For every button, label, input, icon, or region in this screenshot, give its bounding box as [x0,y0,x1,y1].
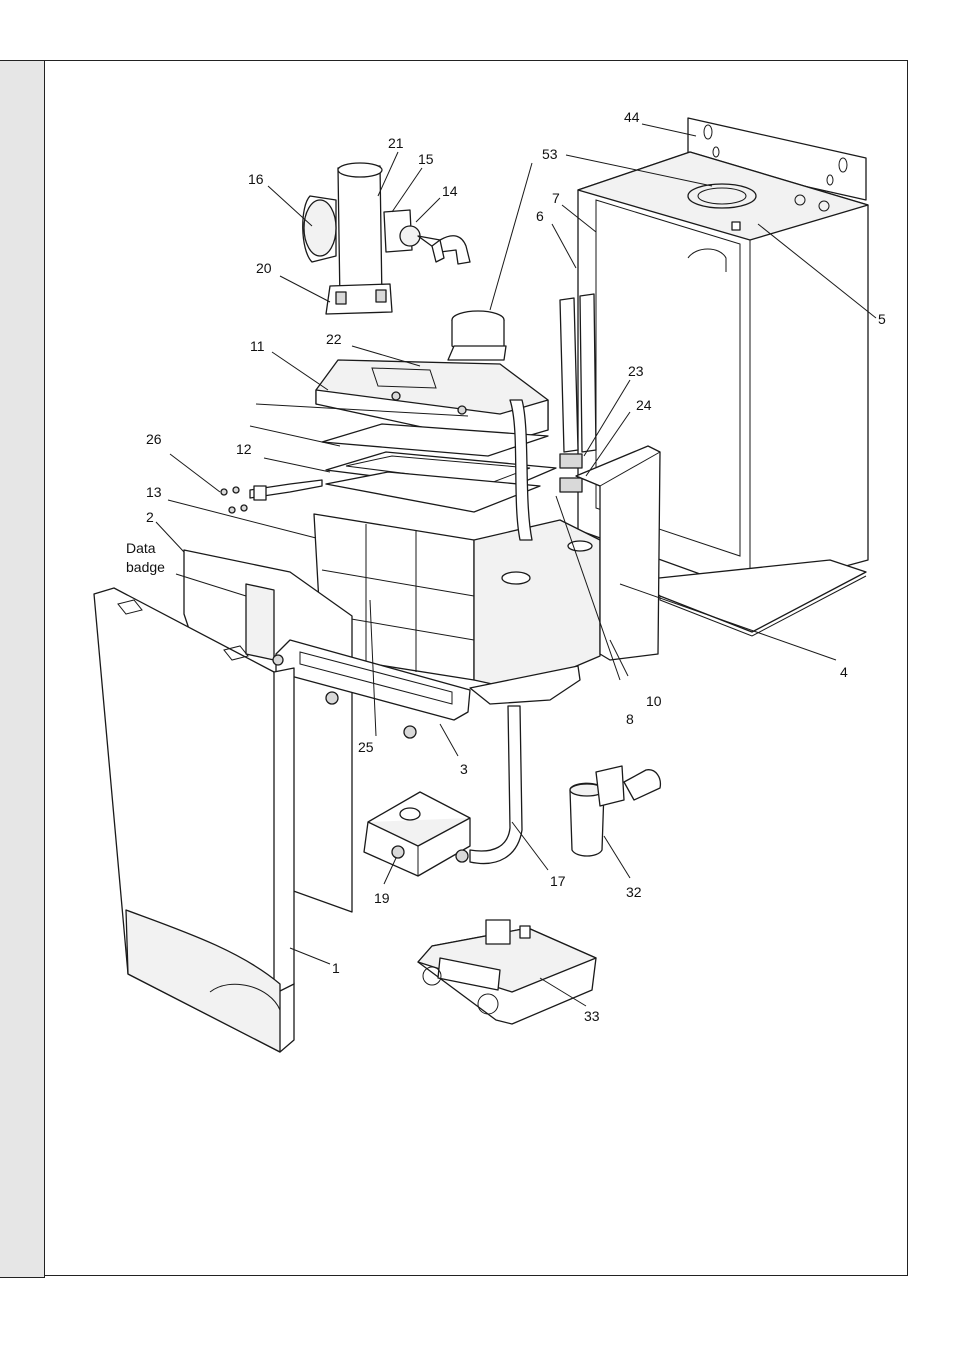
callout-22: 22 [326,331,342,347]
gas-supply-pipe [470,706,522,864]
bottom-panel [640,560,866,636]
callout-14: 14 [442,183,458,199]
callout-21: 21 [388,135,404,151]
callout-32: 32 [626,884,642,900]
callout-3: 3 [460,761,468,777]
callout-6: 6 [536,208,544,224]
callout-7: 7 [552,190,560,206]
gas-valve [364,792,470,876]
control-box [418,920,596,1024]
callout-15: 15 [418,151,434,167]
callout-1: 1 [332,960,340,976]
callout-16: 16 [248,171,264,187]
callout-13: 13 [146,484,162,500]
callout-53: 53 [542,146,558,162]
callout-8: 8 [626,711,634,727]
callout-10: 10 [646,693,662,709]
callout-17: 17 [550,873,566,889]
callout-24: 24 [636,397,652,413]
condensate-trap [570,766,660,856]
callout-33: 33 [584,1008,600,1024]
callout-12: 12 [236,441,252,457]
callout-26: 26 [146,431,162,447]
callout-19: 19 [374,890,390,906]
callout-5: 5 [878,311,886,327]
data-badge-label-line1: Data [126,540,156,556]
callout-25: 25 [358,739,374,755]
flue-turret [448,311,506,360]
callout-2: 2 [146,509,154,525]
callout-4: 4 [840,664,848,680]
callout-11: 11 [250,338,265,354]
callout-44: 44 [624,109,640,125]
ignition-electrode [221,480,322,513]
callout-20: 20 [256,260,272,276]
data-badge-label-line2: badge [126,559,165,575]
callout-23: 23 [628,363,644,379]
